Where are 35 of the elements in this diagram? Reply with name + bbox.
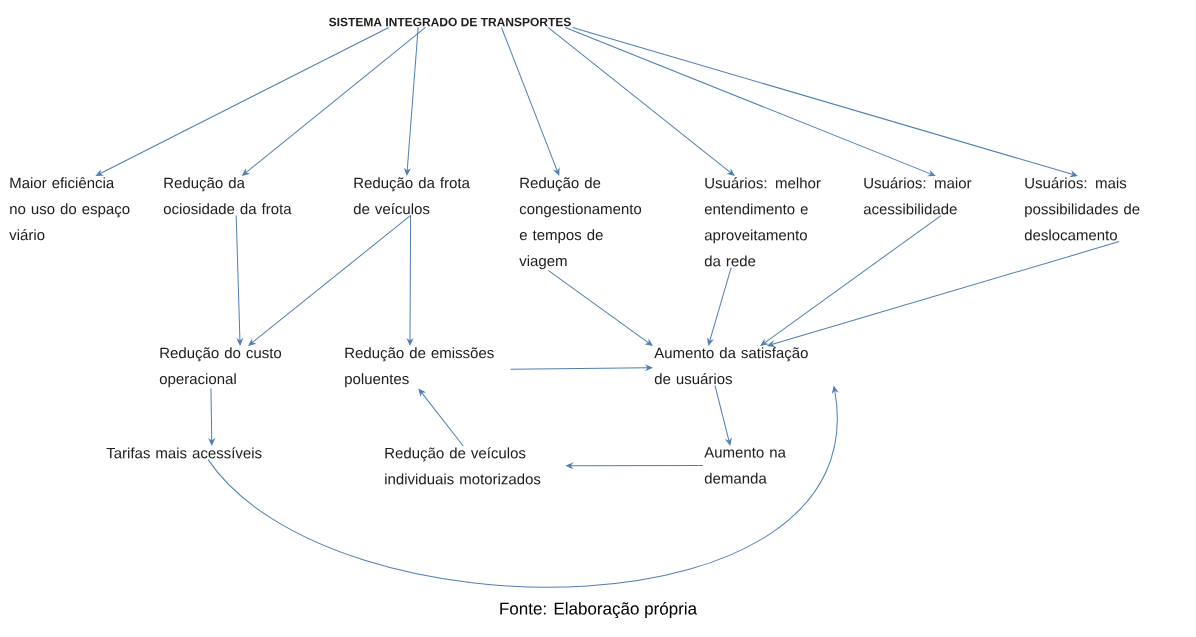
effect-text: Usuários: melhor entendimento e aproveitamento da rede bbox=[704, 177, 821, 267]
caption-text: Fonte: Elaboração própria bbox=[500, 601, 698, 619]
heading-text: SISTEMA INTEGRADO DE TRANSPORTES bbox=[329, 17, 571, 27]
effect-text: Aumento na demanda bbox=[704, 447, 786, 484]
arrow bbox=[566, 462, 704, 469]
effect-text: Redução da frota de veículos bbox=[353, 177, 470, 215]
arrow bbox=[404, 26, 419, 176]
effect-text: Usuários: mais possibilidades de deslocamento bbox=[1024, 177, 1140, 241]
effect-text: Redução da ociosidade da frota bbox=[163, 177, 292, 215]
arrow bbox=[418, 388, 464, 447]
arrow bbox=[767, 241, 1120, 347]
effect-text: Redução de congestionamento e tempos de viagem bbox=[519, 177, 642, 270]
arrow bbox=[509, 364, 653, 371]
effect-text: Maior eficiência no uso do espaço viário bbox=[9, 177, 130, 241]
effect-text: Usuários: maior acessibilidade bbox=[863, 177, 972, 215]
arrow bbox=[760, 215, 942, 346]
arrow bbox=[501, 26, 560, 176]
arrow bbox=[707, 267, 732, 346]
effect-text: Redução de veículos individuais motorizados bbox=[385, 447, 541, 485]
arrow bbox=[207, 386, 838, 587]
arrow bbox=[95, 26, 390, 176]
effect-text: Redução de emissões poluentes bbox=[345, 347, 494, 388]
effect-text: Aumento da satisfação de usuários bbox=[654, 347, 808, 385]
arrow bbox=[407, 214, 413, 346]
arrow bbox=[208, 387, 215, 446]
arrow bbox=[547, 26, 735, 176]
arrow bbox=[564, 26, 936, 177]
arrow bbox=[235, 214, 243, 346]
arrow bbox=[547, 269, 653, 346]
effect-text: Tarifas mais acessíveis bbox=[106, 447, 262, 459]
arrow bbox=[242, 26, 426, 176]
effect-text: Redução do custo operacional bbox=[159, 347, 282, 388]
arrow bbox=[572, 26, 1078, 177]
arrow bbox=[714, 384, 732, 446]
arrow bbox=[248, 214, 412, 346]
